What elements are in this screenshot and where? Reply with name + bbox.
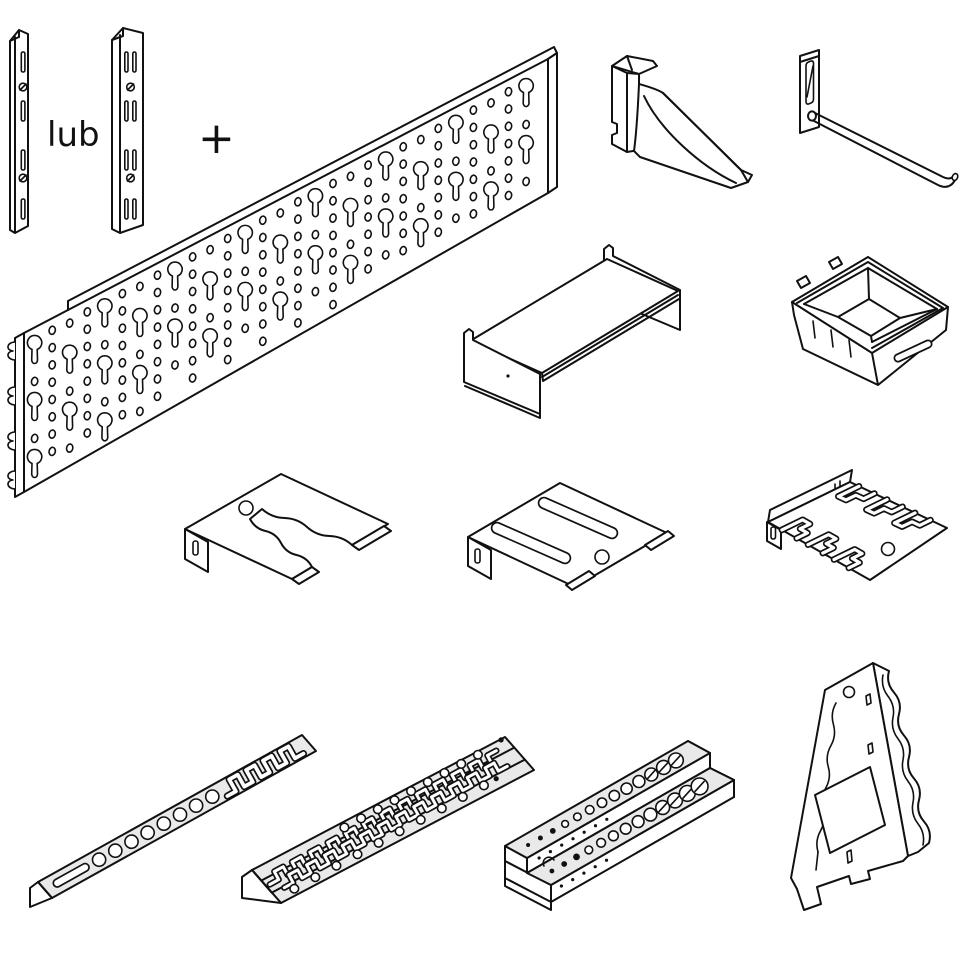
comb-hook-slots — [778, 483, 934, 572]
shelf-bracket — [611, 55, 753, 189]
long-tool-strip-with-holes — [29, 734, 317, 908]
metal-shelf-tray — [463, 244, 681, 419]
double-comb-tool-strip — [241, 736, 535, 904]
wrench-holder-stand — [790, 662, 931, 911]
bin-handle-slot — [893, 339, 933, 363]
strip-holes-features — [52, 742, 307, 888]
rail-slots — [18, 51, 28, 220]
single-peg-hook — [799, 49, 959, 188]
double-slot-tool-holder — [467, 482, 675, 591]
wall-rail-single-slot — [9, 29, 29, 234]
holder-slots — [490, 496, 619, 565]
panel-right-edge — [547, 52, 558, 194]
strip-comb-features — [266, 737, 511, 894]
panel-edge-clips — [7, 341, 16, 490]
pliers-holder-wavy-slot — [184, 473, 392, 585]
drill-bit-holes — [526, 752, 709, 888]
wall-rail-double-slot — [111, 27, 144, 234]
perforated-back-panel — [7, 46, 558, 498]
panel-holes — [26, 77, 535, 479]
wrench-comb-holder — [766, 469, 948, 581]
panel-left-cap — [14, 332, 25, 498]
plus-sign: + — [198, 113, 235, 164]
storage-bin — [791, 256, 949, 386]
rail-slots — [124, 51, 137, 220]
drill-bit-holder-block — [504, 740, 735, 911]
or-label: lub — [47, 115, 100, 155]
